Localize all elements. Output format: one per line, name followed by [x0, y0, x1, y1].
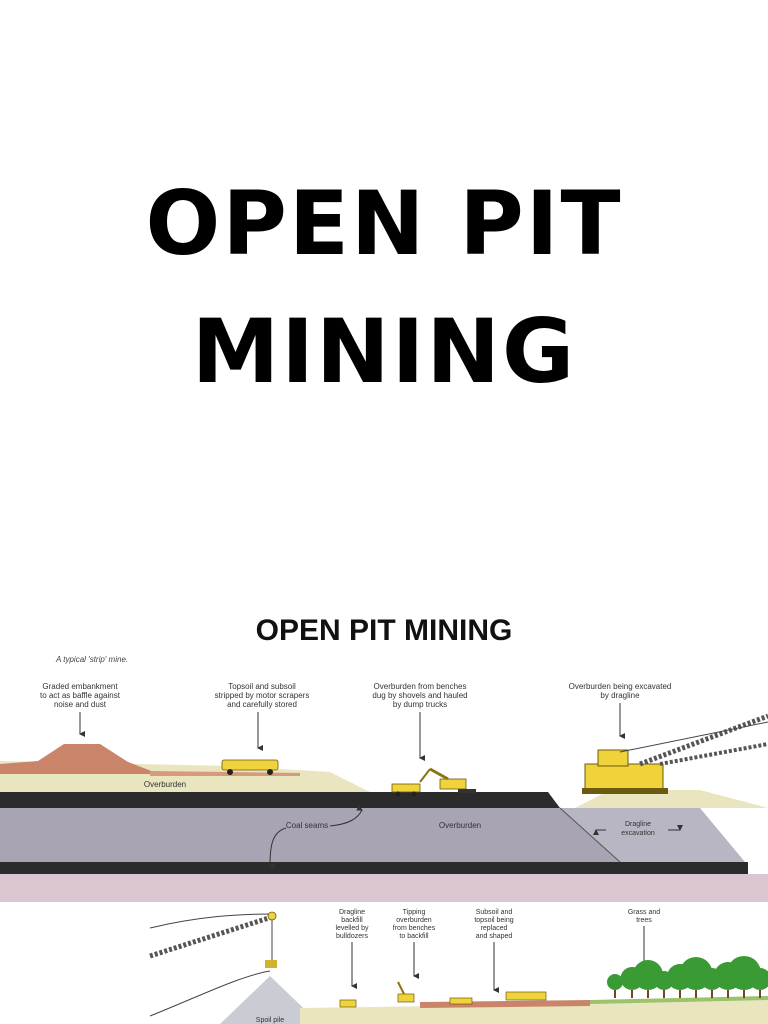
label-backfill-1: Dragline	[339, 909, 365, 916]
tree-trunk	[614, 990, 616, 998]
dragline-boom	[149, 913, 276, 959]
reclamation-machines	[339, 981, 547, 1008]
diagram-heading: OPEN PIT MINING	[256, 614, 513, 647]
label-dragline-excavation-2: excavation	[621, 830, 655, 837]
label-topsoil-3: and carefully stored	[227, 700, 297, 709]
tree-trunk	[647, 990, 649, 998]
label-overburden-upper: Overburden	[144, 780, 186, 789]
tree-trunk	[743, 990, 745, 998]
label-benches-3: by dump trucks	[393, 700, 447, 709]
label-spoil-pile: Spoil pile	[256, 1017, 285, 1024]
open-pit-mining-diagram: OPEN PIT MINING A typical 'strip' mine. …	[0, 576, 768, 1024]
top-pointers	[79, 703, 625, 761]
reclaimed-ground	[300, 996, 768, 1024]
upper-cross-section: Overburden Coal seams Overburden Draglin…	[0, 713, 768, 902]
tree-icon	[749, 968, 768, 990]
label-embankment-3: noise and dust	[54, 700, 107, 709]
topsoil-strip	[150, 771, 300, 776]
coal-seam-lower	[0, 862, 748, 874]
shovel-and-dump-truck	[391, 767, 476, 797]
spoil-pile	[220, 976, 320, 1024]
dragline-excavator	[582, 713, 768, 794]
diagram-canvas: OPEN PIT MINING A typical 'strip' mine. …	[0, 614, 768, 1024]
top-labels: Graded embankment to act as baffle again…	[40, 682, 671, 709]
tree-trunk	[711, 990, 713, 998]
title-line-1: OPEN PIT	[145, 172, 623, 275]
tree-trunk	[631, 990, 633, 998]
tree-icon	[607, 974, 623, 990]
grass-strip	[590, 996, 768, 1004]
graded-embankment	[0, 744, 170, 774]
tree-trunk	[679, 990, 681, 998]
label-topsoil-1: Topsoil and subsoil	[228, 682, 296, 691]
coal-pointer-down	[269, 827, 287, 870]
bottom-labels: Dragline backfill levelled by bulldozers…	[335, 909, 660, 940]
label-dragline-excavation-1: Dragline	[625, 821, 651, 828]
label-tipping-2: overburden	[396, 917, 432, 924]
coal-pointer-up	[329, 805, 363, 827]
label-tipping-4: to backfill	[399, 933, 429, 940]
sheave-icon	[267, 911, 277, 921]
tree-trunk	[727, 990, 729, 998]
excavation-boundary	[559, 807, 621, 863]
lower-cross-section: Spoil pile Dragline backfill levelled by…	[149, 909, 768, 1024]
dragline-bucket	[265, 960, 277, 968]
diagram-caption: A typical 'strip' mine.	[55, 655, 128, 664]
overburden-right	[575, 790, 768, 808]
motor-scraper	[221, 759, 279, 775]
label-benches-1: Overburden from benches	[374, 682, 467, 691]
label-tipping-3: from benches	[393, 925, 436, 932]
bottom-strata	[0, 874, 768, 902]
label-overburden-lower: Overburden	[439, 821, 481, 830]
label-backfill-2: backfill	[341, 917, 363, 924]
coal-seam-upper	[0, 792, 560, 808]
tree-trunk	[663, 990, 665, 998]
bottom-pointers	[351, 926, 649, 993]
label-subsoil-2: topsoil being	[474, 917, 513, 924]
label-backfill-4: bulldozers	[336, 933, 368, 940]
tree-trunk	[759, 990, 761, 998]
label-embankment-2: to act as baffle against	[40, 691, 121, 700]
slide-title: OPEN PIT MINING	[0, 160, 768, 416]
label-tipping-1: Tipping	[403, 909, 426, 916]
label-subsoil-1: Subsoil and	[476, 909, 513, 916]
dragline-excavation-zone	[560, 808, 745, 862]
label-grass-1: Grass and	[628, 909, 660, 916]
label-topsoil-2: stripped by motor scrapers	[215, 691, 310, 700]
label-benches-2: dug by shovels and hauled	[372, 691, 467, 700]
tree-trunk	[695, 990, 697, 998]
label-coal-seams: Coal seams	[286, 821, 328, 830]
label-dragline-1: Overburden being excavated	[569, 682, 672, 691]
label-embankment-1: Graded embankment	[42, 682, 118, 691]
trees	[607, 956, 768, 998]
label-backfill-3: levelled by	[335, 925, 369, 932]
overburden-rock-layer	[0, 808, 620, 862]
title-line-2: MINING	[191, 300, 577, 403]
label-grass-2: trees	[636, 917, 652, 924]
label-subsoil-4: and shaped	[476, 933, 513, 940]
label-subsoil-3: replaced	[481, 925, 508, 932]
label-dragline-2: by dragline	[600, 691, 640, 700]
